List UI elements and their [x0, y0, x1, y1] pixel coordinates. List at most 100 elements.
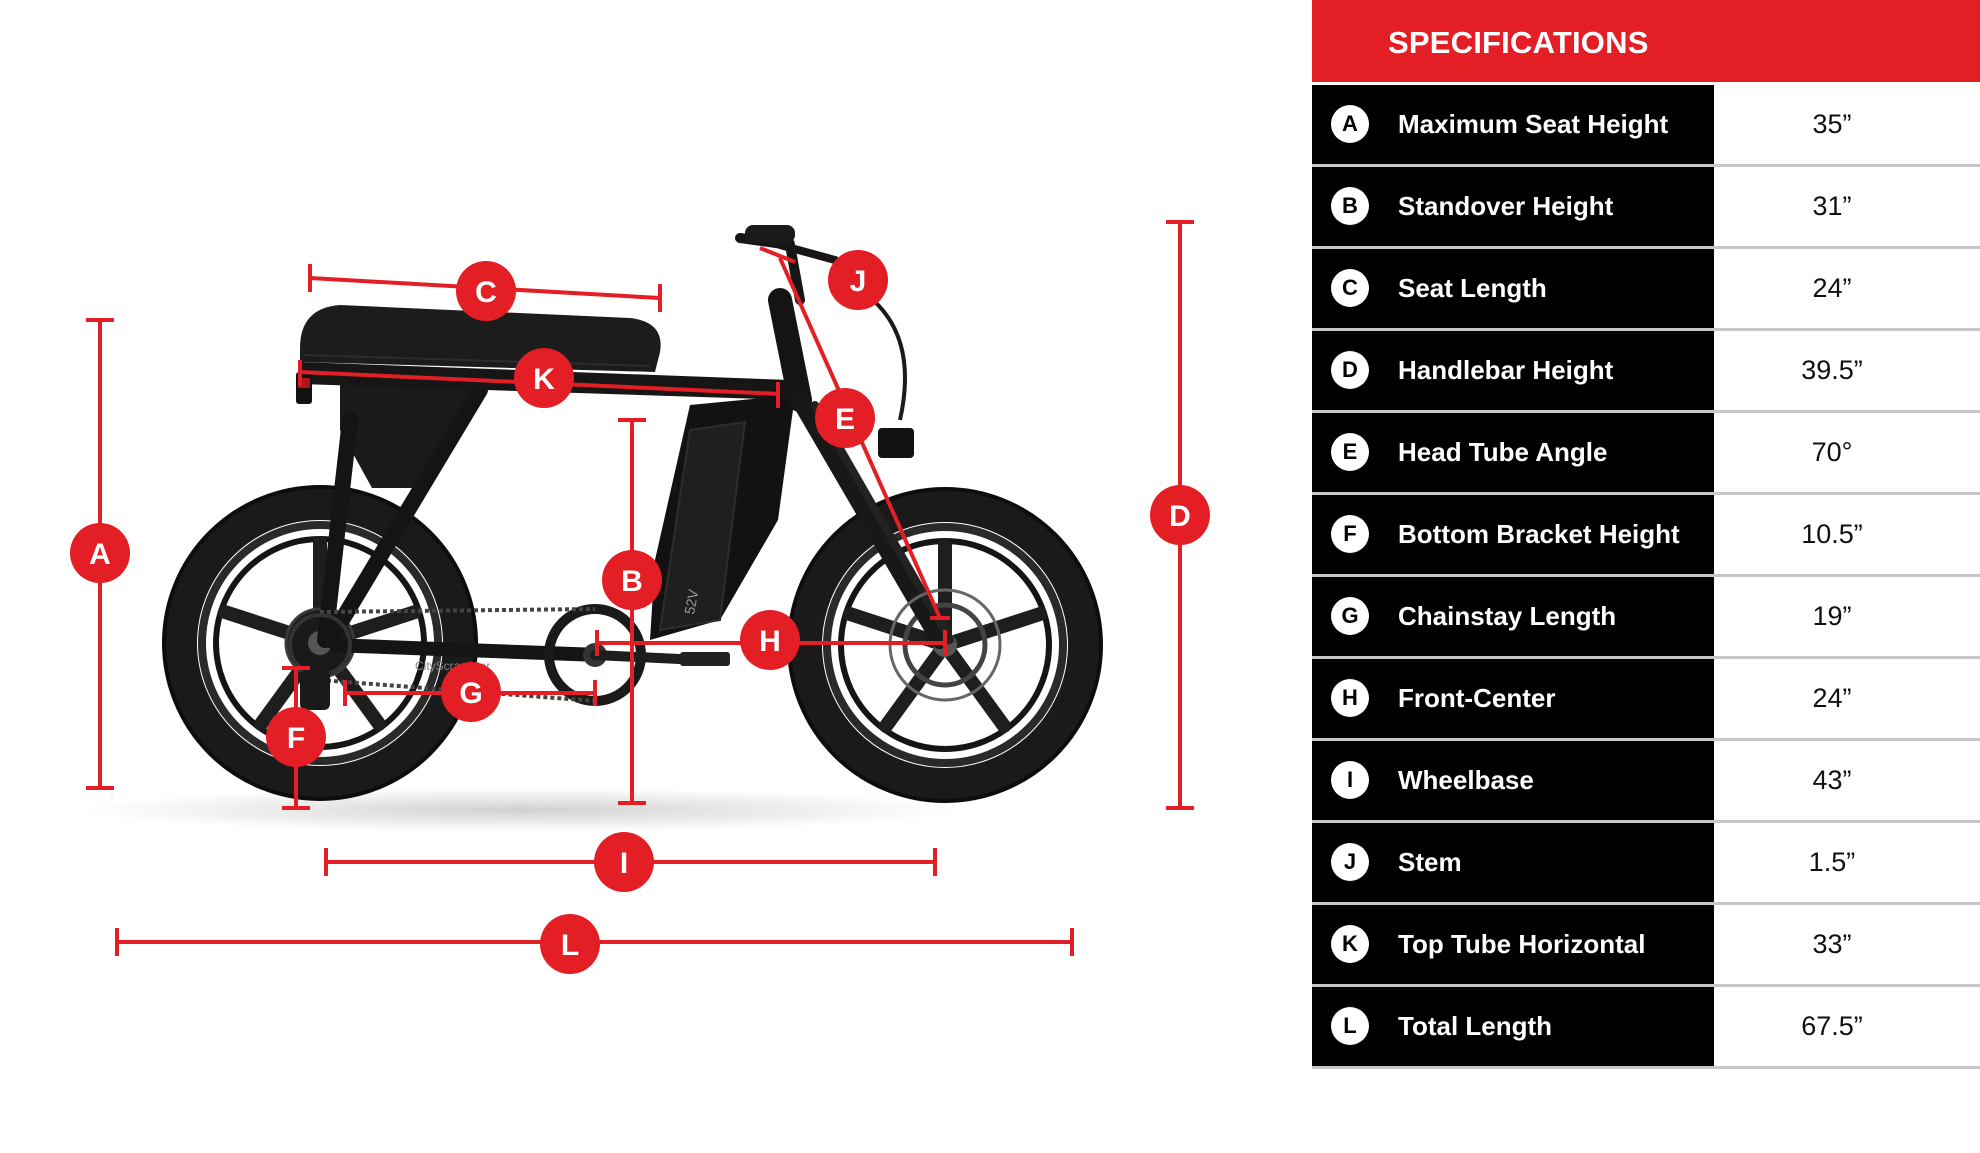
marker-j: [828, 250, 888, 310]
spec-letter-badge: D: [1331, 351, 1369, 389]
marker-f: [266, 707, 326, 767]
spec-label: Head Tube Angle: [1398, 437, 1608, 467]
specifications-title: SPECIFICATIONS: [1388, 25, 1649, 60]
dimension-c: C: [308, 261, 662, 321]
spec-label: Bottom Bracket Height: [1398, 519, 1680, 549]
dimension-l: L: [115, 914, 1074, 974]
spec-label-cell: G Chainstay Length: [1312, 577, 1714, 656]
spec-label: Handlebar Height: [1398, 355, 1614, 385]
marker-l-letter: L: [561, 929, 579, 962]
spec-row-b: B Standover Height 31”: [1312, 167, 1980, 249]
spec-letter-badge: G: [1331, 597, 1369, 635]
spec-label: Total Length: [1398, 1011, 1553, 1041]
spec-value: 19”: [1812, 601, 1852, 631]
spec-label: Front-Center: [1398, 683, 1556, 713]
marker-g: [441, 662, 501, 722]
marker-e: [815, 388, 875, 448]
spec-letter-badge: J: [1331, 843, 1369, 881]
dimension-d: D: [1150, 220, 1210, 810]
spec-label-cell: C Seat Length: [1312, 249, 1714, 328]
spec-label: Chainstay Length: [1398, 601, 1617, 631]
dimension-b: B: [602, 418, 662, 805]
spec-value: 33”: [1812, 929, 1852, 959]
spec-value: 31”: [1812, 191, 1852, 221]
marker-i: [594, 832, 654, 892]
marker-d-letter: D: [1169, 500, 1191, 533]
spec-letter-badge: A: [1331, 105, 1369, 143]
dimension-i: I: [324, 832, 937, 892]
marker-h-letter: H: [759, 625, 781, 658]
marker-l: [540, 914, 600, 974]
spec-label-cell: I Wheelbase: [1312, 741, 1714, 820]
spec-letter-badge: E: [1331, 433, 1369, 471]
spec-value: 10.5”: [1801, 519, 1863, 549]
marker-c: [456, 261, 516, 321]
battery-label: 52V: [681, 588, 701, 616]
spec-letter-badge: I: [1331, 761, 1369, 799]
marker-a-letter: A: [89, 538, 111, 571]
marker-b-letter: B: [621, 565, 643, 598]
dimension-g: G: [343, 662, 597, 722]
spec-label-cell: D Handlebar Height: [1312, 331, 1714, 410]
spec-label: Top Tube Horizontal: [1398, 929, 1646, 959]
marker-f-letter: F: [287, 722, 305, 755]
spec-label-cell: L Total Length: [1312, 987, 1714, 1066]
spec-row-d: D Handlebar Height 39.5”: [1312, 331, 1980, 413]
spec-value: 1.5”: [1808, 847, 1856, 877]
spec-value: 43”: [1812, 765, 1852, 795]
spec-value: 24”: [1812, 683, 1852, 713]
spec-label-cell: H Front-Center: [1312, 659, 1714, 738]
bike-dimension-diagram: 52V CityScrambler: [70, 220, 1210, 974]
marker-d: [1150, 485, 1210, 545]
dimension-j: J: [759, 246, 888, 310]
spec-letter-badge: L: [1331, 1007, 1369, 1045]
spec-value: 39.5”: [1801, 355, 1863, 385]
spec-row-a: A Maximum Seat Height 35”: [1312, 85, 1980, 167]
specifications-header: SPECIFICATIONS: [1312, 0, 1980, 82]
spec-label: Seat Length: [1398, 273, 1547, 303]
marker-k-letter: K: [533, 363, 555, 396]
spec-label: Maximum Seat Height: [1398, 109, 1669, 139]
spec-value: 70°: [1811, 437, 1853, 467]
bike-diagram-svg: 52V CityScrambler: [70, 220, 1210, 974]
marker-h: [740, 610, 800, 670]
spec-value: 35”: [1812, 109, 1852, 139]
spec-row-j: J Stem 1.5”: [1312, 823, 1980, 905]
marker-b: [602, 550, 662, 610]
spec-label: Wheelbase: [1398, 765, 1534, 795]
dimension-f: F: [266, 666, 326, 810]
spec-letter-badge: H: [1331, 679, 1369, 717]
marker-j-letter: J: [850, 265, 867, 298]
spec-label-cell: J Stem: [1312, 823, 1714, 902]
spec-letter-badge: F: [1331, 515, 1369, 553]
spec-label-cell: F Bottom Bracket Height: [1312, 495, 1714, 574]
spec-letter-badge: B: [1331, 187, 1369, 225]
marker-e-letter: E: [835, 403, 855, 436]
spec-letter-badge: C: [1331, 269, 1369, 307]
spec-label-cell: K Top Tube Horizontal: [1312, 905, 1714, 984]
spec-label: Standover Height: [1398, 191, 1614, 221]
spec-row-e: E Head Tube Angle 70°: [1312, 413, 1980, 495]
spec-row-f: F Bottom Bracket Height 10.5”: [1312, 495, 1980, 577]
spec-label-cell: E Head Tube Angle: [1312, 413, 1714, 492]
spec-label-cell: B Standover Height: [1312, 167, 1714, 246]
dimension-e: E: [778, 257, 950, 620]
marker-k: [514, 348, 574, 408]
marker-g-letter: G: [459, 677, 482, 710]
spec-label: Stem: [1398, 847, 1462, 877]
dimension-k: K: [298, 348, 781, 408]
spec-letter-badge: K: [1331, 925, 1369, 963]
spec-row-k: K Top Tube Horizontal 33”: [1312, 905, 1980, 987]
spec-label-cell: A Maximum Seat Height: [1312, 85, 1714, 164]
marker-a: [70, 523, 130, 583]
spec-row-h: H Front-Center 24”: [1312, 659, 1980, 741]
spec-row-g: G Chainstay Length 19”: [1312, 577, 1980, 659]
marker-i-letter: I: [620, 847, 628, 880]
marker-c-letter: C: [475, 276, 497, 309]
dimension-a: A: [70, 318, 130, 790]
spec-row-i: I Wheelbase 43”: [1312, 741, 1980, 823]
dimension-h: H: [595, 610, 947, 670]
